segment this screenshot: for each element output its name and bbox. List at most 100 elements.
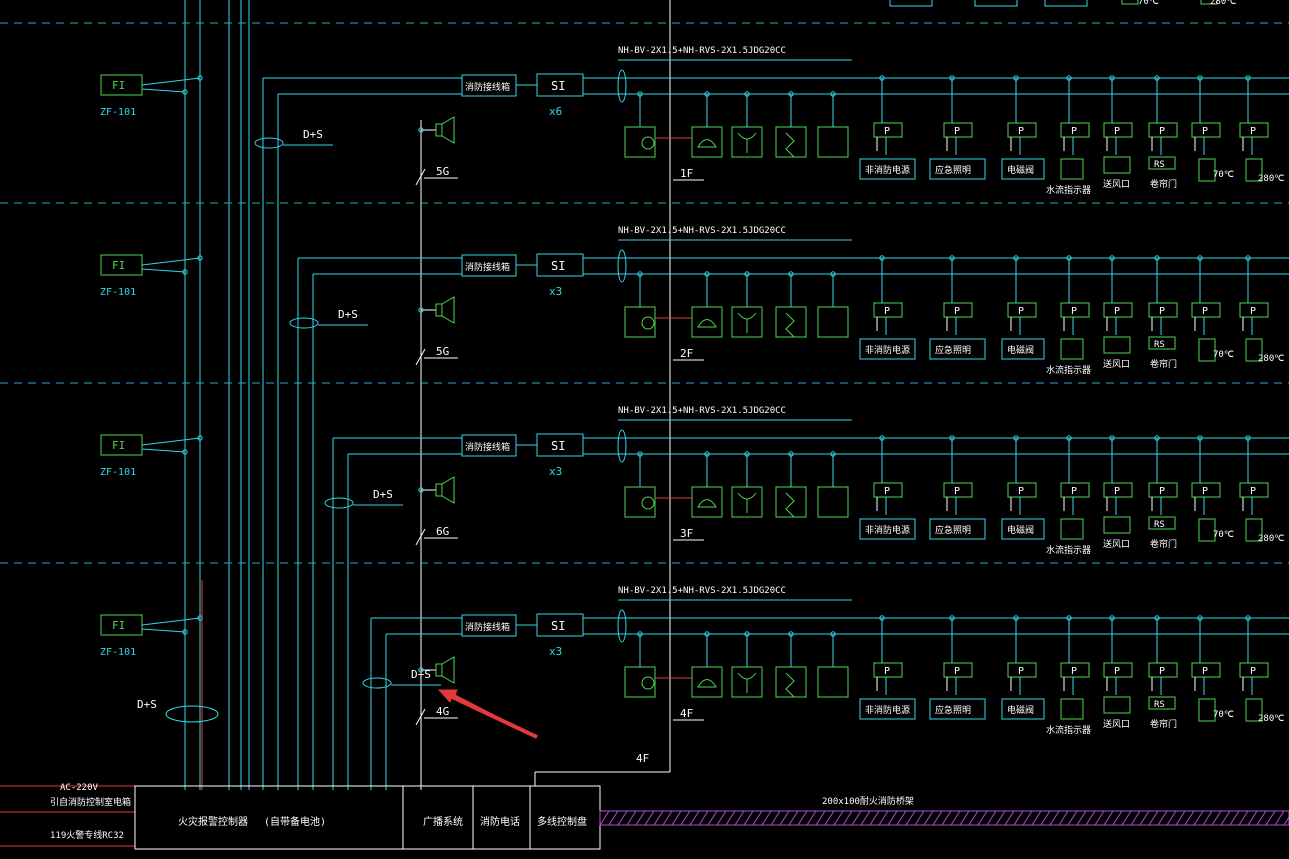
device-box bbox=[929, 158, 986, 180]
device-label: 280℃ bbox=[1210, 0, 1236, 7]
module-label: P bbox=[1250, 486, 1256, 497]
smoke-detector-icon bbox=[737, 492, 757, 513]
junction-dot bbox=[418, 127, 424, 133]
ds-label: D+S bbox=[411, 668, 431, 681]
module-box bbox=[1103, 662, 1133, 678]
junction-dot bbox=[949, 255, 955, 261]
wire bbox=[141, 448, 186, 453]
red-pointer-arrow bbox=[437, 689, 538, 739]
speaker-icon bbox=[435, 116, 455, 144]
module-box bbox=[1060, 302, 1090, 318]
telephone-icon bbox=[697, 499, 717, 508]
terminal-label: 消防接线箱 bbox=[465, 441, 510, 453]
fi-label: FI bbox=[112, 619, 125, 632]
tray-hatch bbox=[1229, 810, 1240, 826]
smoke-detector-icon bbox=[737, 672, 757, 693]
tray-hatch bbox=[1022, 810, 1033, 826]
device-box bbox=[1001, 158, 1045, 180]
junction-dot bbox=[744, 271, 750, 277]
module-box bbox=[1007, 482, 1037, 498]
junction-dot bbox=[704, 271, 710, 277]
junction-dot bbox=[830, 271, 836, 277]
junction-dot bbox=[182, 269, 188, 275]
junction-dot bbox=[830, 631, 836, 637]
module-label: P bbox=[884, 126, 890, 137]
cable-bundle bbox=[362, 677, 392, 689]
device-box bbox=[1001, 698, 1045, 720]
tray-hatch bbox=[806, 810, 817, 826]
module-box bbox=[1060, 122, 1090, 138]
device-box bbox=[1044, 0, 1088, 7]
module-box bbox=[873, 122, 903, 138]
tray-hatch bbox=[941, 810, 952, 826]
tray-hatch bbox=[680, 810, 691, 826]
tray-hatch bbox=[797, 810, 808, 826]
module-box bbox=[1191, 482, 1221, 498]
tray-hatch bbox=[869, 810, 880, 826]
tray-hatch bbox=[1220, 810, 1231, 826]
device-box bbox=[974, 0, 1018, 7]
module-label: P bbox=[1071, 126, 1077, 137]
water-flow-indicator-icon bbox=[1060, 158, 1084, 180]
device-label: 送风口 bbox=[1103, 718, 1130, 730]
temp-sensor-icon bbox=[1245, 518, 1263, 542]
junction-dot bbox=[744, 451, 750, 457]
module-box bbox=[1103, 302, 1133, 318]
cable-bundle bbox=[617, 69, 627, 103]
module-label: P bbox=[884, 306, 890, 317]
rs-box bbox=[1148, 336, 1176, 350]
junction-dot bbox=[1245, 255, 1251, 261]
module-label: P bbox=[1202, 306, 1208, 317]
module-box bbox=[1007, 662, 1037, 678]
module-box bbox=[1148, 662, 1178, 678]
device-label: 水流指示器 bbox=[1046, 364, 1091, 376]
tray-hatch bbox=[1031, 810, 1042, 826]
junction-dot bbox=[197, 435, 203, 441]
tray-hatch bbox=[842, 810, 853, 826]
device-label: 非消防电源 bbox=[865, 524, 910, 536]
junction-dot bbox=[418, 307, 424, 313]
panel-cell-label: 多线控制盘 bbox=[537, 815, 587, 828]
tray-hatch bbox=[599, 810, 610, 826]
tray-hatch bbox=[1139, 810, 1150, 826]
wire bbox=[141, 257, 201, 266]
junction-dot bbox=[1109, 615, 1115, 621]
device-box bbox=[929, 698, 986, 720]
tray-hatch bbox=[1193, 810, 1204, 826]
tray-hatch bbox=[1058, 810, 1069, 826]
wire bbox=[141, 617, 201, 626]
tray-hatch bbox=[1004, 810, 1015, 826]
module-label: P bbox=[1018, 306, 1024, 317]
water-flow-indicator-icon bbox=[1060, 698, 1084, 720]
arrow-head bbox=[437, 689, 538, 738]
module-box bbox=[1060, 482, 1090, 498]
module-label: P bbox=[954, 126, 960, 137]
arrow-shaft bbox=[451, 695, 538, 739]
rs-label: RS bbox=[1154, 340, 1165, 350]
junction-dot bbox=[788, 91, 794, 97]
junction-dot bbox=[637, 271, 643, 277]
broadcast-label: 5G bbox=[436, 345, 449, 358]
zf-label: ZF-101 bbox=[100, 467, 136, 478]
wire bbox=[141, 88, 186, 93]
tray-hatch bbox=[689, 810, 700, 826]
broadcast-label: 5G bbox=[436, 165, 449, 178]
tray-hatch bbox=[1130, 810, 1141, 826]
si-box bbox=[536, 253, 584, 277]
module-box bbox=[1007, 302, 1037, 318]
junction-dot bbox=[197, 615, 203, 621]
junction-dot bbox=[1109, 435, 1115, 441]
cable-bundle bbox=[617, 249, 627, 283]
module-box bbox=[943, 662, 973, 678]
junction-dot bbox=[1066, 75, 1072, 81]
air-supply-icon bbox=[1103, 516, 1131, 534]
module-label: P bbox=[884, 666, 890, 677]
device-box bbox=[889, 0, 933, 7]
device-label: 应急照明 bbox=[935, 164, 971, 176]
module-label: P bbox=[1018, 666, 1024, 677]
junction-dot bbox=[1245, 435, 1251, 441]
device-label: 280℃ bbox=[1258, 534, 1284, 544]
tray-hatch bbox=[1076, 810, 1087, 826]
panel-cell-label: 广播系统 bbox=[423, 815, 463, 828]
